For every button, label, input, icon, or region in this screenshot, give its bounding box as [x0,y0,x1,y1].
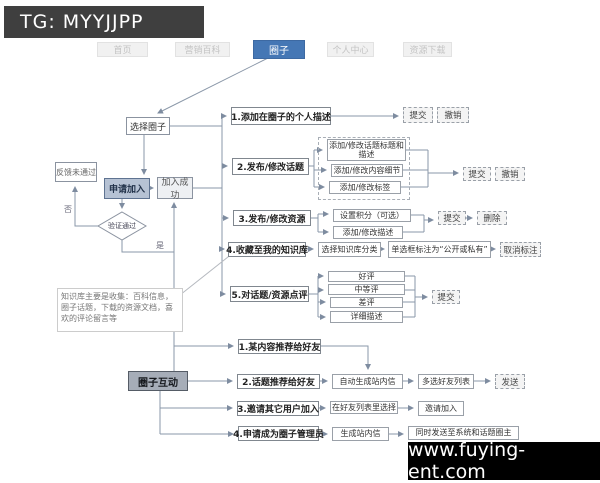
option-good-review: 好评 [328,271,405,282]
task-recommend-topic: 2.话题推荐给好友 [237,374,320,389]
branch-label-no: 否 [64,205,72,214]
submit-button-row1: 提交 [403,107,433,123]
task-save-to-knowledge-base: 4.收藏至我的知识库 [226,242,308,257]
cancel-mark-button: 取消标注 [500,242,541,257]
cancel-button-row1: 撤销 [437,107,469,123]
knowledge-base-note: 知识库主要是收集：百科信息，圈子话题，下载的资源文档，喜欢的评论留言等 [57,288,183,332]
task-publish-topic: 2.发布/修改话题 [232,158,309,175]
node-select-circle: 选择圈子 [126,117,170,135]
step-multi-select-friends: 多选好友列表 [418,374,474,389]
footer-url: www.fuying-ent.com [408,439,526,483]
nav-item-profile[interactable]: 个人中心 [327,42,374,57]
topic-edit-group [318,137,410,200]
submit-button-row2: 提交 [463,167,491,181]
task-apply-admin: 4.申请成为圈子管理员 [233,426,324,441]
step-resource-desc: 添加/修改描述 [333,226,403,239]
nav-item-circle[interactable]: 圈子 [253,40,305,59]
task-add-personal-description: 1.添加在圈子的个人描述 [231,107,331,125]
step-generate-message: 生成站内信 [332,427,389,441]
step-choose-from-friend-list: 在好友列表里选择 [330,401,398,414]
watermark-header: TG: MYYJJPP [4,6,204,38]
nav-item-wiki[interactable]: 营销百科 [175,42,230,57]
task-review-topic-resource: 5.对话题/资源点评 [230,286,309,302]
send-button: 发送 [495,374,525,389]
option-medium-review: 中等评 [328,284,405,295]
node-join-success: 加入成功 [157,177,193,201]
step-set-points: 设置积分（可选） [333,209,411,222]
task-invite-users: 3.邀请其它用户加入 [237,401,319,416]
step-auto-generate-message: 自动生成站内信 [332,374,403,389]
delete-button-row3: 删除 [477,211,507,225]
step-select-kb-category: 选择知识库分类 [318,242,381,257]
nav-item-download[interactable]: 资源下载 [403,42,452,57]
node-feedback-fail: 反馈未通过 [55,162,97,182]
option-detailed-description: 详细描述 [330,311,403,323]
node-apply-join: 申请加入 [104,178,150,199]
step-topic-content: 添加/修改内容细节 [331,164,403,177]
node-verify-decision: 验证通过 [108,222,136,230]
submit-button-row5: 提交 [432,290,460,304]
watermark-footer: www.fuying-ent.com [408,439,600,483]
node-circle-interaction-hub: 圈子互动 [128,371,188,391]
step-topic-tags: 添加/修改标签 [329,181,401,194]
cancel-button-row2: 撤销 [495,167,525,181]
step-invite-join: 邀请加入 [418,401,464,416]
nav-item-home[interactable]: 首页 [97,42,148,57]
branch-label-yes: 是 [156,241,164,250]
task-publish-resource: 3.发布/修改资源 [233,210,311,226]
step-mark-public-private: 单选框标注为“公开或私有” [388,241,491,258]
step-topic-title-desc: 添加/修改话题标题和描述 [327,139,406,161]
watermark-title: TG: MYYJJPP [20,11,144,33]
task-recommend-content: 1.某内容推荐给好友 [238,339,321,354]
step-send-to-system-and-owner: 同时发送至系统和话题圈主 [408,426,519,440]
submit-button-row3: 提交 [438,211,466,225]
option-bad-review: 差评 [330,297,403,308]
